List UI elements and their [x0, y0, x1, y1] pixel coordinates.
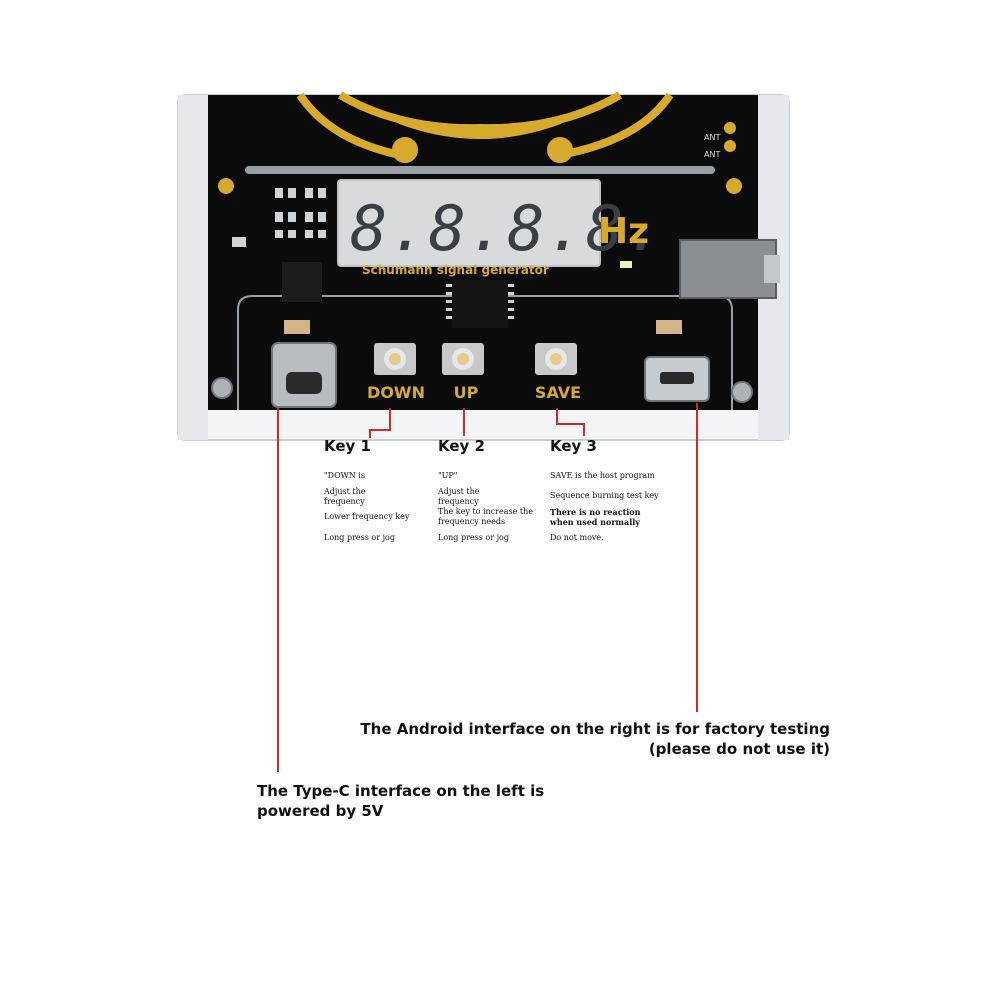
- ant-label-2: ANT: [704, 150, 720, 159]
- typec-callout-line2: powered by 5V: [257, 802, 384, 820]
- mount-hole-right: [726, 178, 742, 194]
- acrylic-edge-left: [178, 95, 208, 440]
- button-save-label: SAVE: [535, 383, 581, 402]
- display-digits: 8.8.8.8.: [350, 192, 665, 265]
- key2-title: Key 2: [438, 437, 485, 455]
- screw-left: [211, 377, 233, 399]
- key3-line2: Sequence burning test key: [550, 491, 659, 500]
- button-up[interactable]: [442, 343, 484, 375]
- ic-chip-small: [282, 262, 322, 302]
- capacitor-left: [284, 320, 310, 334]
- ant-pad-1: [724, 122, 736, 134]
- key3-title: Key 3: [550, 437, 597, 455]
- key1-line4: Long press or jog: [324, 533, 395, 542]
- board-subtitle: Schumann signal generator: [362, 263, 549, 277]
- leader-key3: [556, 408, 585, 436]
- capacitor-right: [656, 320, 682, 334]
- key2-line2: Adjust the frequency: [438, 487, 480, 506]
- smd-pads-grid: [232, 188, 326, 247]
- ic-chip-main: [452, 280, 508, 328]
- key3-line3: There is no reaction when used normally: [550, 507, 641, 527]
- screw-right: [731, 381, 753, 403]
- button-down[interactable]: [374, 343, 416, 375]
- leader-lines: [277, 403, 698, 772]
- leader-key1: [369, 408, 391, 438]
- key2-line4: Long press or jog: [438, 533, 509, 542]
- android-callout-line1: The Android interface on the right is fo…: [360, 720, 830, 738]
- button-down-label: DOWN: [367, 383, 425, 402]
- key1-line1: "DOWN is: [324, 471, 366, 480]
- display-window: [337, 179, 601, 267]
- audio-jack: [679, 239, 777, 299]
- ic-pins: [446, 284, 514, 319]
- mount-hole-left: [218, 178, 234, 194]
- android-callout-line2: (please do not use it): [648, 740, 830, 758]
- button-save[interactable]: [535, 343, 577, 375]
- status-led: [620, 261, 632, 268]
- unit-hz: Hz: [598, 211, 649, 252]
- key1-line2: Adjust the frequency: [324, 487, 366, 506]
- key3-line1: SAVE is the host program: [550, 471, 655, 480]
- button-up-label: UP: [454, 383, 479, 402]
- silver-strip: [245, 166, 715, 174]
- key1-line3: Lower frequency key: [324, 512, 410, 521]
- typec-callout-line1: The Type-C interface on the left is: [257, 782, 545, 800]
- key2-line1: "UP": [438, 471, 458, 480]
- ant-label-1: ANT: [704, 133, 720, 142]
- key3-line4: Do not move.: [550, 533, 604, 542]
- ant-pad-2: [724, 140, 736, 152]
- key2-line3: The key to increase the frequency needs: [438, 507, 533, 526]
- key1-title: Key 1: [324, 437, 371, 455]
- gold-antenna-rings: [296, 91, 674, 163]
